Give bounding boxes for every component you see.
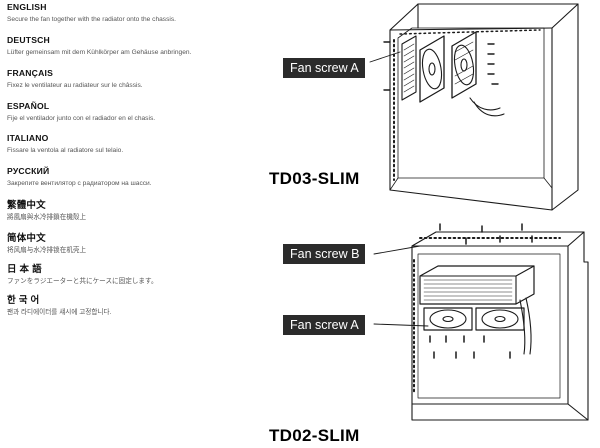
lang-title: 繁體中文 (7, 200, 46, 211)
lang-title: 简体中文 (7, 233, 46, 244)
lang-block-traditional-chinese: 繁體中文 將風扇與水冷排鎖在機殼上 (7, 200, 86, 222)
lang-block-deutsch: DEUTSCH Lüfter gemeinsam mit dem Kühlkör… (7, 35, 191, 57)
model-label-td02: TD02-SLIM (269, 426, 360, 445)
lang-block-japanese: 日 本 語 ファンをラジエーターと共にケースに固定します。 (7, 264, 158, 286)
chassis-bottom-diagram (373, 223, 589, 421)
lang-text: Закрепите вентилятор с радиатором на шас… (7, 180, 152, 187)
lang-title: FRANÇAIS (7, 68, 53, 78)
lang-title: DEUTSCH (7, 35, 50, 45)
lang-block-korean: 한 국 어 팬과 라디에이터를 섀시에 고정합니다. (7, 295, 111, 317)
lang-text: Fixez le ventilateur au radiateur sur le… (7, 82, 143, 89)
model-label-td03: TD03-SLIM (269, 169, 360, 188)
fan-screw-b-callout: Fan screw B (283, 244, 366, 264)
lang-title: ESPAÑOL (7, 101, 50, 111)
lang-title: ENGLISH (7, 2, 47, 12)
fan-screw-a-callout-top: Fan screw A (283, 58, 365, 78)
lang-text: ファンをラジエーターと共にケースに固定します。 (7, 278, 158, 285)
lang-block-italiano: ITALIANO Fissare la ventola al radiatore… (7, 133, 123, 155)
lang-block-francais: FRANÇAIS Fixez le ventilateur au radiate… (7, 68, 143, 90)
lang-text: 將風扇與水冷排鎖在機殼上 (7, 214, 87, 221)
lang-text: 팬과 라디에이터를 섀시에 고정합니다. (7, 309, 112, 316)
lang-block-simplified-chinese: 简体中文 将风扇与水冷排锁在机壳上 (7, 233, 86, 255)
lang-title: 한 국 어 (7, 295, 40, 306)
lang-title: РУССКИЙ (7, 166, 50, 176)
lang-title: 日 本 語 (7, 264, 42, 275)
lang-text: 将风扇与水冷排锁在机壳上 (7, 247, 87, 254)
lang-block-espanol: ESPAÑOL Fije el ventilador junto con el … (7, 101, 155, 123)
lang-text: Fije el ventilador junto con el radiador… (7, 115, 156, 122)
lang-title: ITALIANO (7, 133, 49, 143)
lang-text: Lüfter gemeinsam mit dem Kühlkörper am G… (7, 49, 192, 56)
fan-screw-a-callout-bottom: Fan screw A (283, 315, 365, 335)
lang-block-english: ENGLISH Secure the fan together with the… (7, 2, 176, 24)
lang-block-russian: РУССКИЙ Закрепите вентилятор с радиаторо… (7, 166, 152, 188)
lang-text: Secure the fan together with the radiato… (7, 16, 176, 23)
lang-text: Fissare la ventola al radiatore sul tela… (7, 147, 124, 154)
chassis-top-diagram (369, 3, 579, 211)
